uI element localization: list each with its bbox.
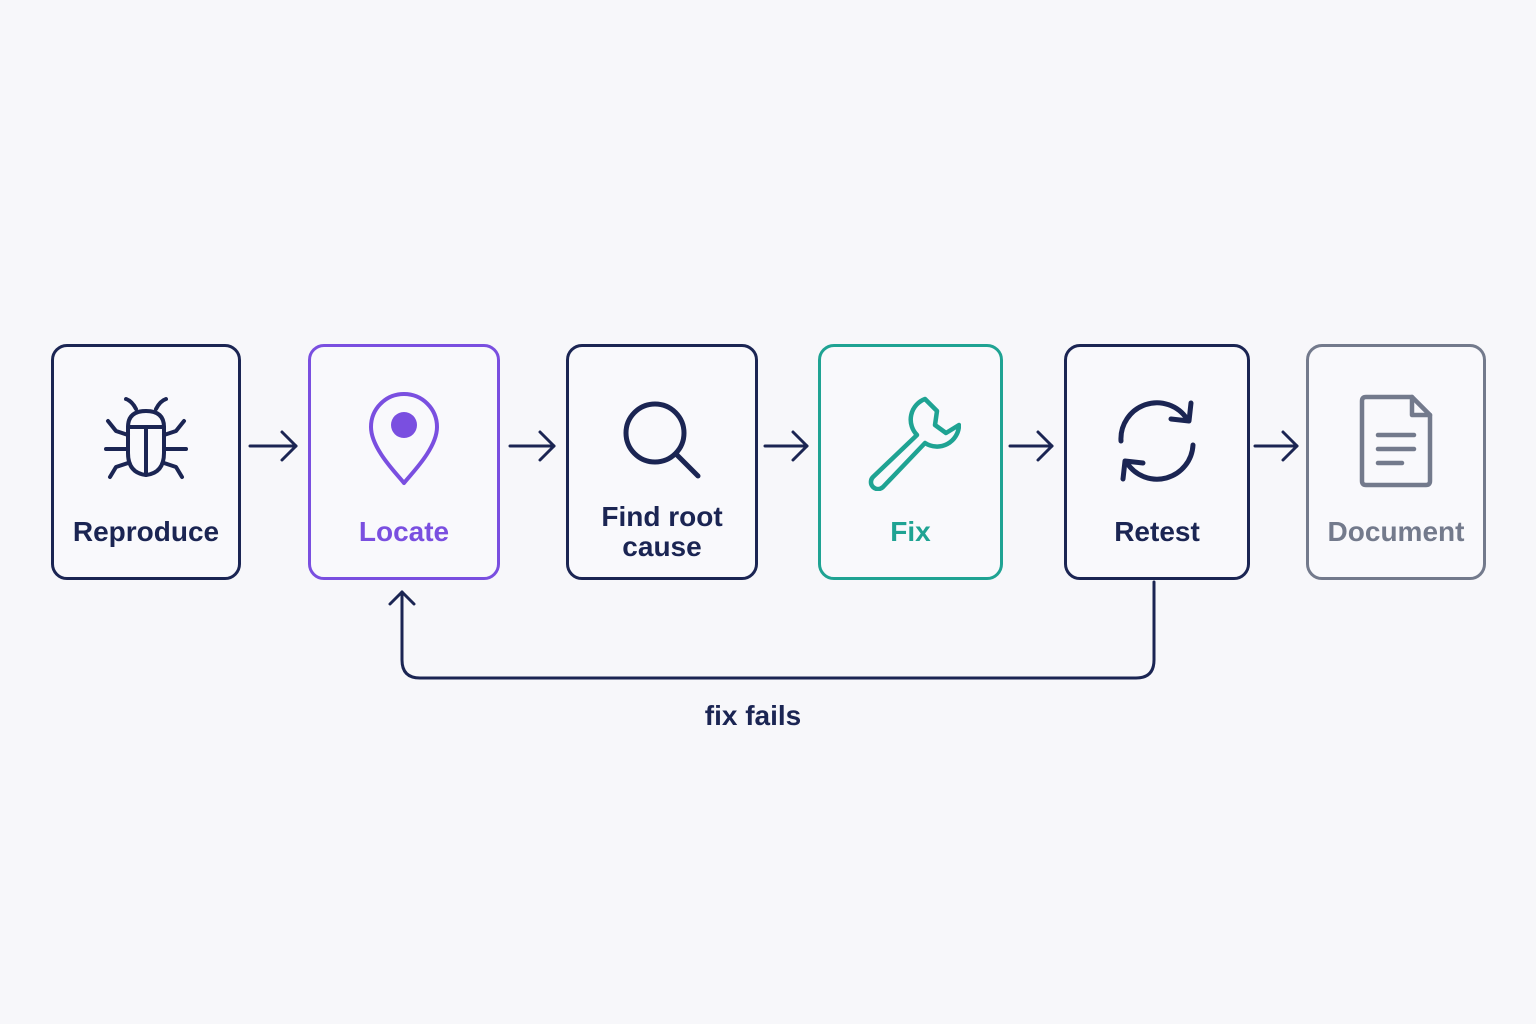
arrow-root-cause-to-fix (763, 430, 809, 462)
step-label: Find root cause (601, 501, 723, 562)
bug-icon (104, 397, 188, 479)
step-label: Document (1327, 516, 1465, 547)
document-icon (1359, 394, 1433, 488)
refresh-icon (1118, 400, 1196, 482)
step-label: Retest (1114, 516, 1200, 547)
arrow-fix-to-retest (1008, 430, 1054, 462)
step-reproduce: Reproduce (51, 344, 241, 580)
loop-arrow-retest-to-locate (388, 580, 1156, 680)
step-label: Locate (358, 516, 450, 547)
step-label: Fix (890, 516, 931, 547)
arrow-reproduce-to-locate (248, 430, 298, 462)
step-label: Reproduce (72, 516, 220, 547)
arrow-retest-to-document (1253, 430, 1299, 462)
step-retest: Retest (1064, 344, 1250, 580)
map-pin-icon (369, 392, 439, 485)
step-document: Document (1306, 344, 1486, 580)
loop-label: fix fails (704, 700, 802, 731)
magnifier-icon (623, 401, 701, 479)
arrow-locate-to-root-cause (508, 430, 556, 462)
step-fix: Fix (818, 344, 1003, 580)
wrench-icon (868, 396, 961, 491)
step-locate: Locate (308, 344, 500, 580)
step-find-root-cause: Find root cause (566, 344, 758, 580)
